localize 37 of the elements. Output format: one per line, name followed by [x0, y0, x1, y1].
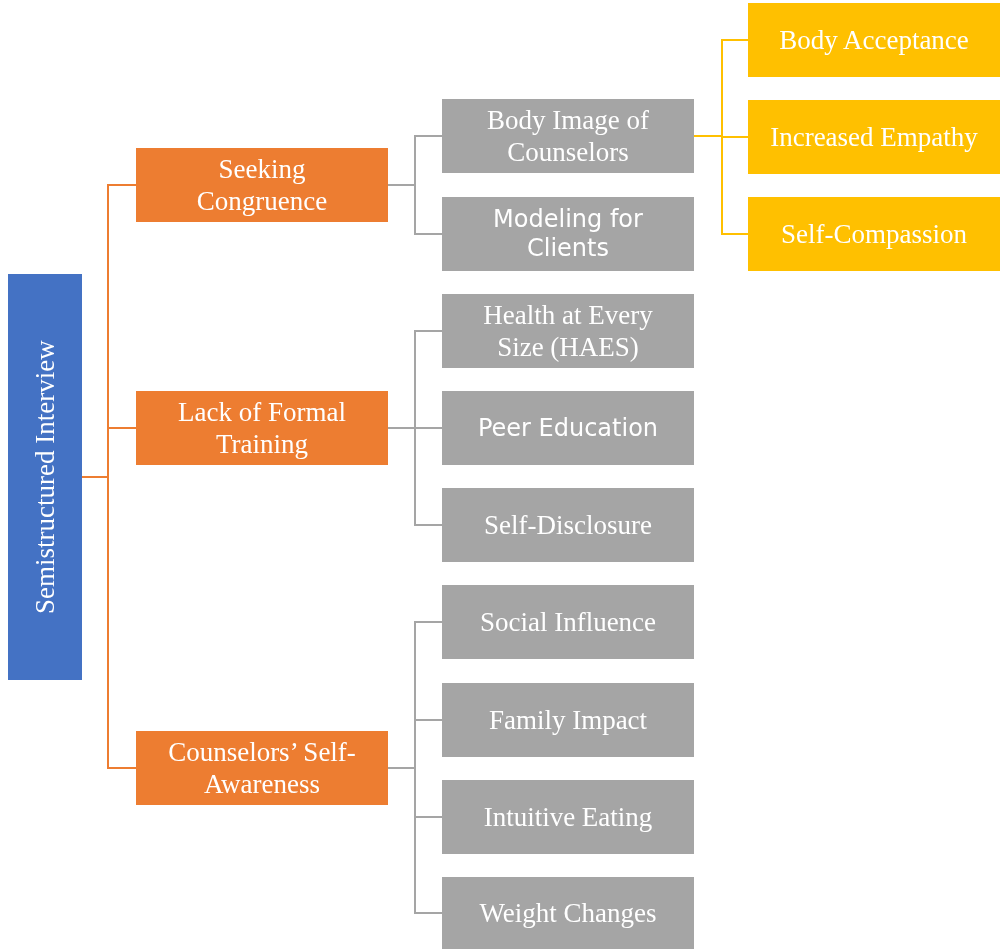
- node-label: Seeking Congruence: [195, 152, 329, 218]
- category-box: [748, 197, 1000, 271]
- subtheme-box: [442, 585, 694, 659]
- node-label: Family Impact: [488, 703, 648, 737]
- subtheme-box: [442, 99, 694, 173]
- node-label: Body Acceptance: [779, 23, 969, 57]
- subtheme-box: [442, 197, 694, 271]
- node-label: Intuitive Eating: [483, 800, 653, 834]
- theme-box: [136, 148, 388, 222]
- node-label: Body Image of Counselors: [486, 103, 650, 169]
- connector: [387, 184, 443, 235]
- node-label: Social Influence: [479, 605, 657, 639]
- node-label: Semistructured Interview: [28, 340, 61, 614]
- node-label: Peer Education: [477, 413, 659, 443]
- connector: [693, 135, 749, 235]
- node-label: Modeling for Clients: [492, 205, 644, 263]
- connector: [387, 427, 443, 526]
- subtheme-box: [442, 877, 694, 949]
- category-box: [748, 100, 1000, 174]
- category-box: [748, 3, 1000, 77]
- subtheme-box: [442, 294, 694, 368]
- connector: [387, 767, 443, 914]
- theme-box: [136, 391, 388, 465]
- node-label: Counselors’ Self-Awareness: [167, 735, 357, 801]
- root-box: [8, 274, 82, 680]
- node-label: Self-Disclosure: [484, 508, 652, 542]
- node-label: Health at Every Size (HAES): [482, 298, 654, 364]
- subtheme-box: [442, 488, 694, 562]
- node-label: Lack of Formal Training: [177, 395, 347, 461]
- subtheme-box: [442, 780, 694, 854]
- connector: [81, 476, 137, 769]
- node-label: Weight Changes: [479, 896, 657, 930]
- theme-box: [136, 731, 388, 805]
- node-label: Self-Compassion: [781, 217, 967, 251]
- node-label: Increased Empathy: [770, 120, 978, 154]
- subtheme-box: [442, 683, 694, 757]
- subtheme-box: [442, 391, 694, 465]
